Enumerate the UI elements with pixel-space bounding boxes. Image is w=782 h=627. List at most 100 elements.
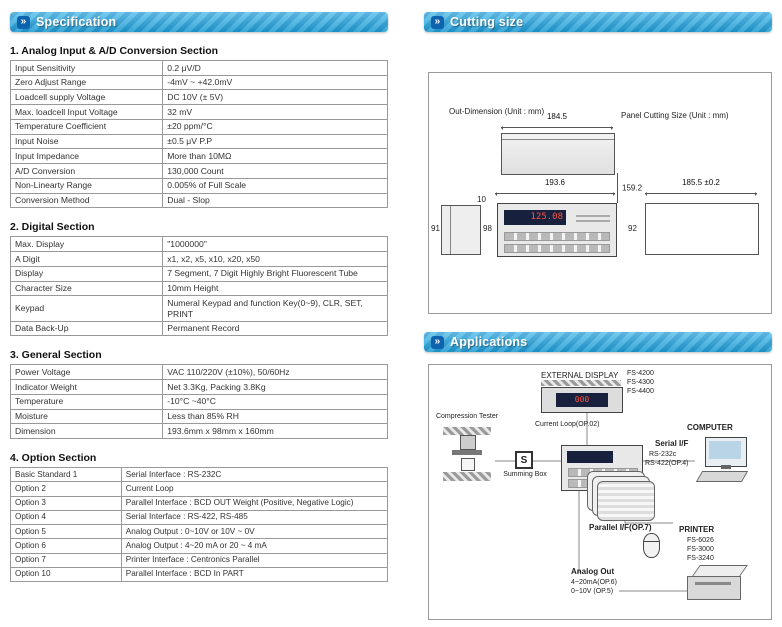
dim-panel-height: 92	[628, 224, 637, 233]
side-view-drawing	[441, 205, 481, 255]
spec-value: More than 10MΩ	[162, 148, 388, 165]
printer-device-icon	[687, 565, 748, 603]
spec-label: Character Size	[9, 280, 164, 297]
spec-value: Net 3.3Kg, Packing 3.8Kg	[162, 379, 388, 395]
spec-value: Analog Output : 4~20 mA or 20 ~ 4 mA	[120, 538, 389, 554]
spec-label: A Digit	[9, 251, 164, 267]
dim-front-width: 193.6	[495, 178, 615, 196]
dim-side-height: 91	[431, 224, 440, 233]
external-display-model: FS-4400	[627, 388, 654, 395]
spec-label: Option 4	[10, 509, 122, 526]
current-loop-label: Current Loop(OP.02)	[535, 421, 600, 428]
summing-box-label: Summing Box	[503, 471, 547, 478]
spec-label: Temperature	[9, 393, 164, 410]
computer-icon	[695, 437, 755, 485]
spec-row: Temperature Coefficient±20 ppm/°C	[9, 118, 388, 135]
spec-value: 0.2 μV/D	[162, 60, 388, 76]
printer-model: FS-6026	[687, 537, 714, 544]
spec-label: Option 6	[10, 538, 122, 554]
front-view-labels	[576, 212, 610, 225]
spec-label: Basic Standard 1	[10, 467, 122, 483]
top-view-drawing	[501, 133, 615, 175]
side-view-flange	[450, 206, 451, 254]
spec-label: Option 5	[10, 524, 122, 540]
external-display-model: FS-4200	[627, 370, 654, 377]
arrow-icon: »	[431, 335, 444, 349]
section-analog-title: 1. Analog Input & A/D Conversion Section	[10, 45, 219, 57]
spec-label: Input Noise	[9, 133, 164, 150]
section-digital-title: 2. Digital Section	[10, 221, 95, 234]
spec-label: Input Sensitivity	[9, 60, 164, 76]
spec-label: Max. Display	[9, 236, 164, 253]
spec-value: Dual - Slop	[162, 192, 388, 209]
dim-width-top: 184.5	[501, 112, 613, 130]
summing-box-letter: S	[520, 454, 528, 466]
spec-value: Numeral Keypad and function Key(0~9), CL…	[162, 295, 388, 322]
compression-tester-label: Compression Tester	[435, 413, 499, 420]
spec-value: 0.005% of Full Scale	[162, 177, 388, 194]
external-display-label: EXTERNAL DISPLAY	[541, 371, 619, 380]
spec-label: Loadcell supply Voltage	[9, 89, 164, 106]
spec-value: Permanent Record	[162, 320, 388, 337]
applications-header: » Applications	[424, 332, 772, 352]
spec-value: Printer Interface : Centronics Parallel	[120, 552, 389, 568]
cutting-size-header: » Cutting size	[424, 12, 772, 32]
spec-label: Keypad	[9, 295, 164, 322]
spec-label: Display	[9, 265, 164, 282]
external-display-screen: 000	[556, 393, 608, 407]
dim-offset: 10	[477, 195, 486, 204]
summing-box-icon: S	[515, 451, 533, 469]
spec-value: -4mV ~ +42.0mV	[162, 74, 388, 91]
spec-label: Power Voltage	[9, 364, 164, 381]
specification-column: » Specification 1. Analog Input & A/D Co…	[9, 12, 389, 583]
analog-out-model: 4~20mA(OP.6)	[571, 579, 617, 586]
applications-title: Applications	[450, 335, 528, 349]
spec-label: Moisture	[9, 408, 164, 425]
spec-label: Input Impedance	[9, 148, 164, 165]
spec-value: VAC 110/220V (±10%), 50/60Hz	[162, 364, 388, 381]
spec-label: Option 7	[10, 552, 122, 568]
spec-value: DC 10V (± 5V)	[162, 89, 388, 106]
serial-if-label: Serial I/F	[655, 439, 689, 448]
spec-row: Max. Display"1000000"	[9, 236, 388, 253]
spec-label: Zero Adjust Range	[9, 74, 164, 91]
spec-value: 32 mV	[162, 104, 388, 120]
spec-label: Option 2	[10, 481, 122, 497]
compression-tester-icon	[439, 427, 495, 485]
section-digital: 2. Digital Section Max. Display"1000000"…	[9, 221, 388, 337]
spec-value: ±20 ppm/°C	[162, 118, 388, 135]
printer-label: PRINTER	[679, 525, 715, 534]
arrow-icon: »	[17, 15, 30, 29]
dim-front-height: 98	[483, 224, 492, 233]
analog-out-model: 0~10V (OP.5)	[571, 588, 614, 595]
arrow-icon: »	[431, 15, 444, 29]
spec-row: Temperature-10°C ~40°C	[9, 393, 388, 410]
analog-out-label: Analog Out	[571, 567, 615, 576]
panel-cutting-label: Panel Cutting Size (Unit : mm)	[621, 111, 729, 120]
spec-value: Parallel Interface : BCD In PART	[120, 566, 389, 583]
front-view-button-row	[504, 244, 610, 253]
out-dimension-label: Out-Dimension (Unit : mm)	[449, 107, 545, 116]
printer-model: FS-3240	[687, 555, 714, 562]
front-view-indicator: 125.08	[497, 203, 617, 257]
spec-value: 193.6mm x 98mm x 160mm	[162, 423, 388, 440]
